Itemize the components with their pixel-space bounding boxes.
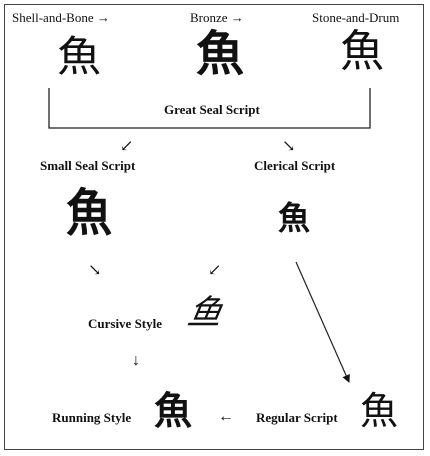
running-style-label: Running Style <box>52 410 132 425</box>
bronze-label: Bronze → <box>190 10 244 25</box>
shell-and-bone-label: Shell-and-Bone → <box>12 10 110 25</box>
stone-and-drum-label: Stone-and-Drum <box>312 10 400 25</box>
clerical-script-label: Clerical Script <box>254 158 336 173</box>
cursive-style-label: Cursive Style <box>88 316 163 331</box>
shell-and-bone-glyph: 魚 <box>56 32 102 81</box>
great-seal-script-label: Great Seal Script <box>164 102 260 117</box>
arrow-small-seal-to-cursive: ↘ <box>88 262 102 279</box>
stone-and-drum-glyph: 魚 <box>340 26 384 77</box>
small-seal-glyph: 魚 <box>66 183 112 243</box>
great-seal-bracket <box>48 88 371 129</box>
small-seal-script-label: Small Seal Script <box>40 158 136 173</box>
clerical-glyph: 魚 <box>278 199 311 237</box>
bronze-glyph: 魚 <box>196 26 245 82</box>
arrow-to-clerical: ↘ <box>282 138 296 155</box>
arrow-cursive-to-running: ↓ <box>132 352 140 369</box>
clerical-to-regular-arrow <box>295 261 350 383</box>
diagram-frame <box>4 4 424 450</box>
arrow-regular-to-running: ← <box>218 408 234 425</box>
arrow-to-small-seal: ↙ <box>120 138 134 155</box>
arrow-clerical-to-cursive: ↙ <box>208 262 222 279</box>
regular-script-label: Regular Script <box>256 410 338 425</box>
regular-glyph: 魚 <box>360 389 399 433</box>
running-glyph: 魚 <box>154 388 193 433</box>
cursive-glyph: 鱼 <box>184 293 226 333</box>
